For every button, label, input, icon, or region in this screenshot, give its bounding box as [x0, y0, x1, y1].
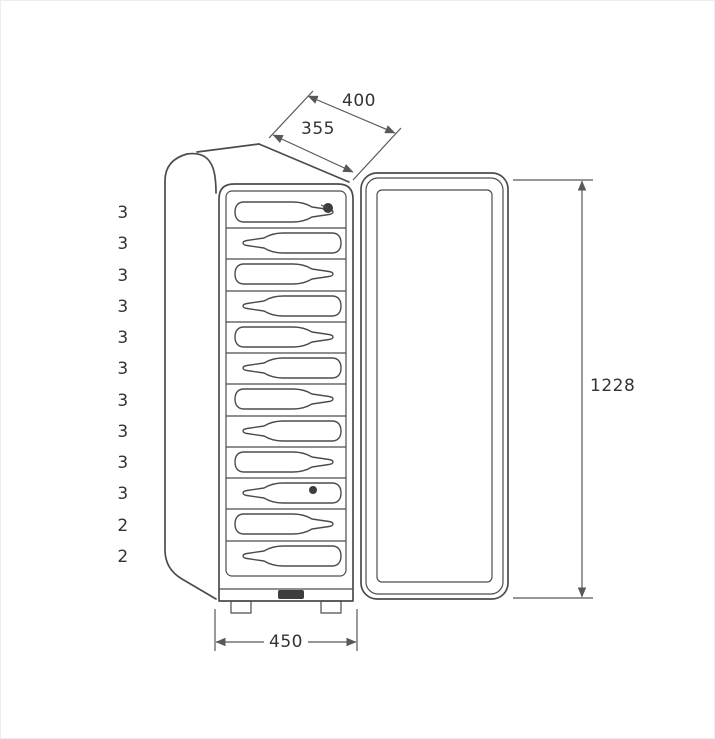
shelf-count-label: 3 [117, 328, 128, 348]
foot-right [320, 600, 342, 614]
cabinet-front-face [218, 183, 354, 602]
shelf-count-label: 3 [117, 422, 128, 442]
bottle [242, 545, 342, 567]
bottle [234, 201, 334, 223]
vent-grille [278, 590, 304, 599]
sensor-mark-lower [309, 486, 317, 494]
cabinet-top-edges [196, 143, 350, 183]
bottle [234, 326, 334, 348]
dim-depth: 400 355 [268, 90, 402, 181]
shelf-count-label: 3 [117, 484, 128, 504]
dim-line-depth-inner [272, 134, 354, 173]
shelf-count-label: 3 [117, 297, 128, 317]
bottle [242, 420, 342, 442]
bottle [242, 357, 342, 379]
dim-label-depth-inner: 355 [301, 119, 335, 139]
shelf-count-labels: 3 3 3 3 3 3 3 3 3 3 2 2 [117, 203, 128, 567]
door-outer-edge [360, 172, 509, 600]
door-frame [365, 177, 504, 595]
cabinet-side-panel [164, 152, 217, 600]
door [360, 172, 509, 600]
shelf-count-label: 2 [117, 547, 128, 567]
shelf-count-label: 3 [117, 359, 128, 379]
extension-line [268, 90, 314, 139]
dim-height: 1228 [513, 179, 635, 599]
dim-label-depth-outer: 400 [342, 91, 376, 111]
foot-left [230, 600, 252, 614]
shelf-count-label: 3 [117, 266, 128, 286]
dim-line-depth-outer [307, 95, 396, 134]
shelf-count-label: 2 [117, 516, 128, 536]
sensor-stem [320, 204, 329, 209]
shelf-count-label: 3 [117, 203, 128, 223]
cabinet-base [219, 588, 353, 614]
bottle [234, 263, 334, 285]
bottle [242, 482, 342, 504]
extension-line [352, 127, 402, 181]
shelf-lines [226, 227, 346, 542]
bottle [242, 232, 342, 254]
dim-label-width: 450 [269, 632, 303, 652]
dim-label-height: 1228 [590, 376, 635, 396]
door-inner-panel [376, 189, 493, 583]
shelf-count-label: 3 [117, 453, 128, 473]
dim-label-backing [264, 632, 308, 651]
shelf-count-label: 3 [117, 234, 128, 254]
bottle [234, 451, 334, 473]
bottle [234, 513, 334, 535]
bottle [242, 295, 342, 317]
cabinet [164, 143, 354, 614]
shelf-count-label: 3 [117, 391, 128, 411]
dim-width: 450 [214, 609, 358, 652]
bottle [234, 388, 334, 410]
